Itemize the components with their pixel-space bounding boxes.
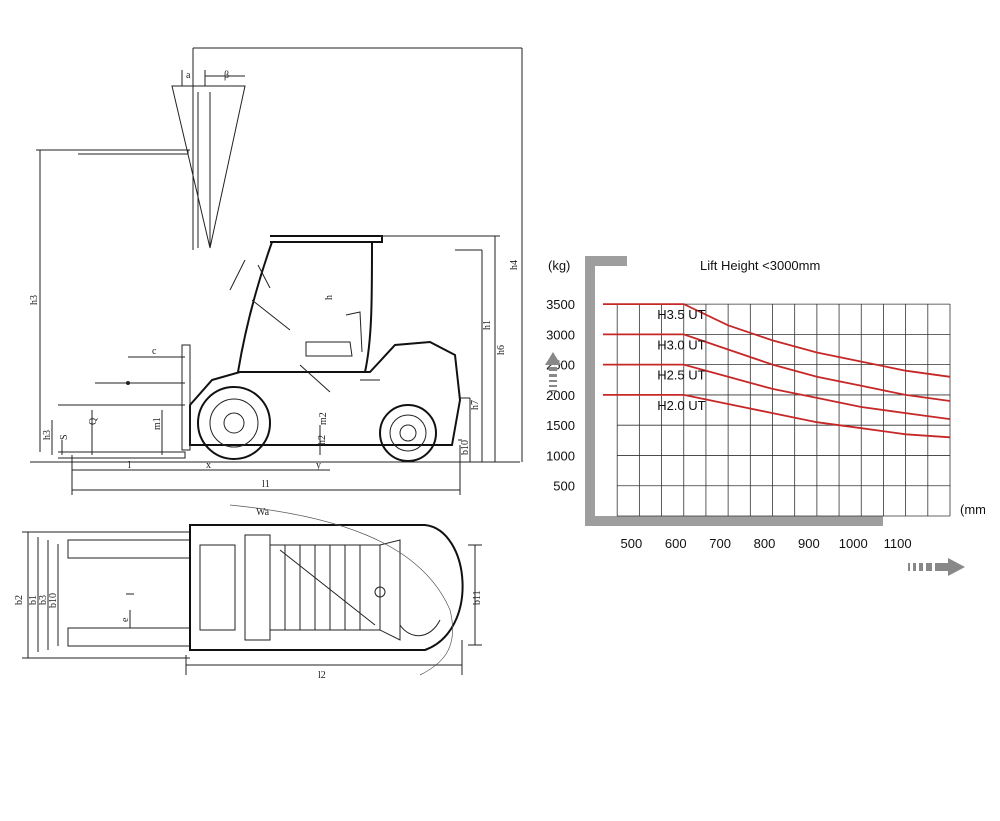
label-h3-low: h3 (42, 430, 53, 440)
label-h: h (324, 295, 335, 300)
x-tick-label: 1000 (839, 536, 868, 551)
carriage-top (199, 544, 236, 631)
x-tick-label: 900 (798, 536, 820, 551)
series-labels: H3.5 UT H3.0 UT H2.5 UT H2.0 UT (657, 307, 705, 413)
y-tick-label: 3000 (546, 327, 575, 342)
label-m1: m1 (152, 417, 163, 430)
label-c: c (152, 346, 157, 357)
label-alpha: a (186, 70, 191, 81)
y-tick-label: 1000 (546, 448, 575, 463)
forklift-side-view: h4 h3 h1 h6 h7 b10 h2 c Q h3 S m1 m2 l x… (29, 47, 523, 495)
front-wheel (197, 386, 271, 460)
label-b1: b1 (28, 595, 39, 605)
label-h4: h4 (509, 260, 520, 270)
label-b3: b3 (38, 595, 49, 605)
turning-radius (229, 504, 453, 676)
series-lines (603, 303, 951, 439)
y-axis-arrow (545, 352, 561, 392)
fork (58, 451, 186, 459)
series-label-4: H2.0 UT (657, 398, 705, 413)
overhead-guard (270, 235, 383, 243)
y-axis-unit: (kg) (548, 258, 570, 273)
series-line-2 (603, 333, 951, 402)
label-beta: β (224, 70, 229, 81)
label-l2: l2 (318, 670, 326, 681)
label-Q: Q (88, 417, 99, 425)
label-h6: h6 (496, 345, 507, 355)
label-l: l (128, 460, 131, 471)
label-y: y (316, 460, 321, 471)
label-e: e (120, 617, 131, 622)
series-line-3 (603, 363, 951, 420)
x-axis-unit: (mm) (960, 502, 985, 517)
series-line-1 (603, 303, 951, 378)
label-h1: h1 (482, 320, 493, 330)
series-line-4 (603, 394, 951, 439)
series-label-3: H2.5 UT (657, 368, 705, 383)
x-tick-label: 1100 (884, 536, 912, 551)
x-tick-label: 500 (621, 536, 643, 551)
label-h3: h3 (29, 295, 40, 305)
y-tick-label: 1500 (546, 418, 575, 433)
label-l1: l1 (262, 479, 270, 490)
grid (616, 303, 951, 517)
x-axis-arrow (908, 558, 965, 576)
chart-title: Lift Height <3000mm (700, 258, 820, 273)
label-wa: Wa (256, 507, 270, 518)
label-x: x (206, 460, 211, 471)
x-tick-label: 600 (665, 536, 687, 551)
series-label-1: H3.5 UT (657, 307, 705, 322)
label-b10: b10 (460, 440, 471, 455)
body (189, 340, 462, 446)
series-label-2: H3.0 UT (657, 337, 705, 352)
forklift-top-view: b2 b1 b3 b10 e b11 l2 Wa (14, 504, 483, 681)
label-b11: b11 (472, 590, 483, 605)
fork-right (67, 627, 191, 647)
x-tick-label: 800 (754, 536, 776, 551)
label-h7: h7 (470, 400, 481, 410)
rear-wheel (379, 404, 437, 462)
carriage (181, 344, 191, 451)
y-tick-label: 2000 (546, 388, 575, 403)
label-S: S (59, 434, 70, 440)
label-m2: m2 (318, 412, 329, 425)
tilt-cone (171, 85, 246, 249)
y-tick-label: 3500 (546, 297, 575, 312)
label-b10-top: b10 (48, 593, 59, 608)
label-h2: h2 (317, 435, 328, 445)
seat (305, 311, 363, 357)
raised-fork (78, 149, 189, 155)
y-tick-label: 500 (553, 479, 575, 494)
label-b2: b2 (14, 595, 25, 605)
dim-line-h4 (193, 47, 523, 462)
x-tick-label: 700 (709, 536, 731, 551)
mast (197, 92, 211, 248)
fork-left (67, 539, 191, 559)
chassis-top (189, 524, 464, 651)
